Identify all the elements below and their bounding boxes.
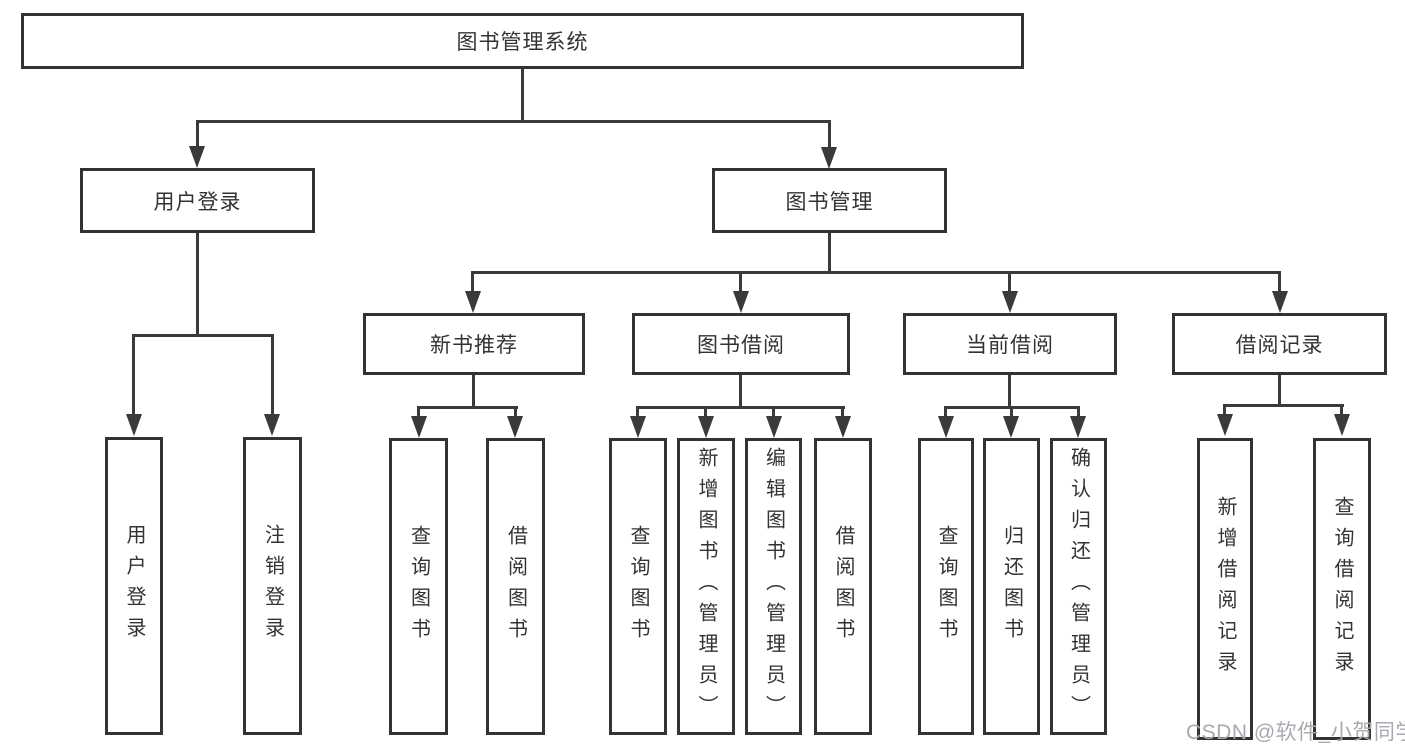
connector-line [1077, 406, 1080, 418]
connector-line [132, 334, 135, 415]
connector-line [132, 334, 274, 337]
leaf-label: 用户登录 [123, 524, 145, 648]
connector-line [196, 120, 831, 123]
connector-line [472, 375, 475, 409]
connector-line [1010, 406, 1013, 418]
connector-line [704, 406, 707, 418]
connector-line [417, 406, 518, 409]
connector-line [739, 271, 742, 293]
connector-line [1340, 404, 1343, 416]
leaf-borrow-books: 借阅图书 [814, 438, 872, 735]
connector-line [1278, 375, 1281, 407]
arrowhead [1003, 416, 1019, 438]
node-book-management: 图书管理 [712, 168, 947, 233]
arrowhead [938, 416, 954, 438]
leaf-query-books-current: 查询图书 [918, 438, 974, 735]
leaf-add-borrow-record: 新增借阅记录 [1197, 438, 1253, 740]
node-book-borrowing: 图书借阅 [632, 313, 850, 375]
arrowhead [1272, 291, 1288, 313]
arrowhead [507, 416, 523, 438]
connector-line [471, 271, 1281, 274]
leaf-label: 注销登录 [261, 524, 284, 648]
connector-line [417, 406, 420, 418]
leaf-return-books: 归还图书 [983, 438, 1040, 735]
leaf-label: 查询图书 [407, 524, 430, 649]
arrowhead [1217, 414, 1233, 436]
leaf-label: 借阅图书 [504, 524, 527, 649]
node-new-book-recommendation: 新书推荐 [363, 313, 585, 375]
leaf-query-books-recommend: 查询图书 [389, 438, 448, 735]
node-root-library-management-system: 图书管理系统 [21, 13, 1024, 69]
leaf-label: 新增借阅记录 [1214, 496, 1236, 682]
connector-line [1008, 271, 1011, 293]
connector-line [1223, 404, 1344, 407]
node-current-borrowing: 当前借阅 [903, 313, 1117, 375]
arrowhead [1070, 416, 1086, 438]
leaf-label: 借阅图书 [832, 524, 854, 649]
connector-line [636, 406, 845, 409]
connector-line [772, 406, 775, 418]
node-label: 新书推荐 [430, 334, 518, 357]
arrowhead [698, 416, 714, 438]
connector-line [271, 334, 274, 415]
arrowhead [630, 416, 646, 438]
leaf-query-borrow-record: 查询借阅记录 [1313, 438, 1371, 740]
connector-line [196, 233, 199, 337]
connector-line [841, 406, 844, 418]
arrowhead [766, 416, 782, 438]
leaf-label: 确认归还（管理员） [1067, 447, 1090, 726]
arrowhead [411, 416, 427, 438]
connector-line [471, 271, 474, 293]
node-borrowing-records: 借阅记录 [1172, 313, 1387, 375]
arrowhead [733, 291, 749, 313]
leaf-label: 编辑图书（管理员） [762, 447, 785, 726]
node-label: 借阅记录 [1235, 334, 1324, 357]
leaf-confirm-return-admin: 确认归还（管理员） [1050, 438, 1107, 735]
connector-line [514, 406, 517, 418]
connector-line [739, 375, 742, 409]
arrowhead [835, 416, 851, 438]
leaf-logout: 注销登录 [243, 437, 302, 735]
connector-line [1278, 271, 1281, 293]
leaf-label: 新增图书（管理员） [695, 447, 717, 726]
node-label: 图书管理系统 [456, 31, 589, 54]
connector-line [944, 406, 947, 418]
connector-line [1223, 404, 1226, 416]
arrowhead [1334, 414, 1350, 436]
node-label: 图书借阅 [697, 334, 785, 357]
leaf-add-books-admin: 新增图书（管理员） [677, 438, 735, 735]
leaf-user-login: 用户登录 [105, 437, 163, 735]
arrowhead [126, 414, 142, 436]
leaf-label: 查询借阅记录 [1331, 496, 1353, 682]
arrowhead [189, 146, 205, 168]
leaf-label: 查询图书 [935, 524, 957, 649]
arrowhead [465, 291, 481, 313]
node-label: 当前借阅 [966, 334, 1054, 357]
connector-line [521, 69, 524, 123]
connector-line [828, 233, 831, 274]
arrowhead [1002, 291, 1018, 313]
leaf-query-books-borrow: 查询图书 [609, 438, 667, 735]
connector-line [828, 120, 831, 148]
arrowhead [264, 414, 280, 436]
csdn-watermark: CSDN @软件_小贺同学 [1186, 721, 1405, 744]
connector-line [196, 120, 199, 148]
node-label: 用户登录 [153, 190, 242, 214]
leaf-label: 归还图书 [1000, 524, 1023, 649]
leaf-edit-books-admin: 编辑图书（管理员） [745, 438, 802, 735]
node-user-login: 用户登录 [80, 168, 315, 233]
arrowhead [821, 147, 837, 169]
leaf-label: 查询图书 [627, 524, 649, 649]
node-label: 图书管理 [785, 190, 874, 214]
connector-line [636, 406, 639, 418]
connector-line [1008, 375, 1011, 409]
leaf-borrow-books-recommend: 借阅图书 [486, 438, 545, 735]
